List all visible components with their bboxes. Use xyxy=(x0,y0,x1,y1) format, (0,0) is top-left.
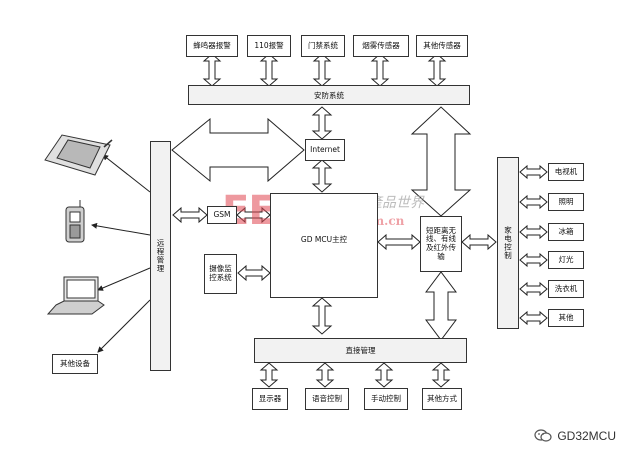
arrow-shortrange-home xyxy=(461,233,497,251)
arrow-home-6 xyxy=(519,310,548,326)
direct-display: 显示器 xyxy=(252,388,288,410)
short-range-box: 短距离无线、有线及红外传输 xyxy=(420,216,462,272)
arrow-remote-internet xyxy=(171,117,305,183)
home-control-label: 家电控制 xyxy=(503,226,513,260)
direct-manual: 手动控制 xyxy=(364,388,408,410)
footer-account-name: GD32MCU xyxy=(557,429,616,443)
camera-system-box: 摄像监控系统 xyxy=(204,254,237,294)
arrow-shortrange-direct xyxy=(425,271,457,341)
arrow-home-5 xyxy=(519,281,548,297)
footer-account: GD32MCU xyxy=(534,429,616,443)
home-control-bar: 家电控制 xyxy=(497,157,519,329)
arrow-remote-phone xyxy=(91,222,151,236)
arrow-direct-1 xyxy=(259,362,279,388)
sensor-box-110: 110报警 xyxy=(247,35,291,57)
direct-management-bar: 直接管理 xyxy=(254,338,467,363)
arrow-mcu-direct xyxy=(311,297,333,335)
arrow-remote-laptop xyxy=(97,267,151,291)
other-device-box: 其他设备 xyxy=(52,354,98,374)
wechat-icon xyxy=(534,429,552,442)
direct-other: 其他方式 xyxy=(422,388,462,410)
mcu-main-box: GD MCU主控 xyxy=(270,193,378,298)
arrow-sensor-4 xyxy=(370,53,390,87)
arrow-camera-mcu xyxy=(237,264,271,282)
phone-icon xyxy=(65,200,85,243)
tablet-icon xyxy=(44,134,113,176)
sensor-box-smoke: 烟雾传感器 xyxy=(353,35,409,57)
arrow-sensor-5 xyxy=(427,53,447,87)
laptop-icon xyxy=(46,276,105,315)
arrow-sensor-3 xyxy=(312,53,332,87)
arrow-direct-4 xyxy=(431,362,451,388)
arrow-home-2 xyxy=(519,194,548,210)
arrow-sensor-2 xyxy=(259,53,279,87)
appliance-other: 其他 xyxy=(548,309,584,327)
internet-box: Internet xyxy=(305,139,345,161)
direct-voice: 语音控制 xyxy=(305,388,349,410)
security-system-bar: 安防系统 xyxy=(188,85,470,105)
arrow-remote-tablet xyxy=(102,154,151,193)
arrow-security-internet xyxy=(311,106,333,140)
arrow-mcu-shortrange xyxy=(377,233,421,251)
arrow-home-1 xyxy=(519,164,548,180)
remote-management-bar: 远程管理 xyxy=(150,141,171,371)
arrow-sensor-1 xyxy=(202,53,222,87)
sensor-box-other: 其他传感器 xyxy=(416,35,468,57)
arrow-remote-other xyxy=(97,299,151,353)
arrow-security-shortrange xyxy=(410,106,472,217)
sensor-box-access: 门禁系统 xyxy=(301,35,345,57)
arrow-direct-2 xyxy=(315,362,335,388)
gsm-box: GSM xyxy=(207,206,237,224)
arrow-direct-3 xyxy=(374,362,394,388)
arrow-home-3 xyxy=(519,224,548,240)
arrow-internet-mcu xyxy=(311,159,333,193)
remote-management-label: 远程管理 xyxy=(156,239,165,273)
appliance-fridge: 冰箱 xyxy=(548,223,584,241)
mcu-label: GD MCU主控 xyxy=(300,235,348,244)
arrow-home-4 xyxy=(519,252,548,268)
arrow-remote-gsm xyxy=(172,206,208,224)
appliance-lighting: 照明 xyxy=(548,193,584,211)
appliance-lights: 灯光 xyxy=(548,251,584,269)
appliance-washer: 洗衣机 xyxy=(548,280,584,298)
appliance-tv: 电视机 xyxy=(548,163,584,181)
sensor-box-buzzer: 蜂鸣器报警 xyxy=(186,35,238,57)
